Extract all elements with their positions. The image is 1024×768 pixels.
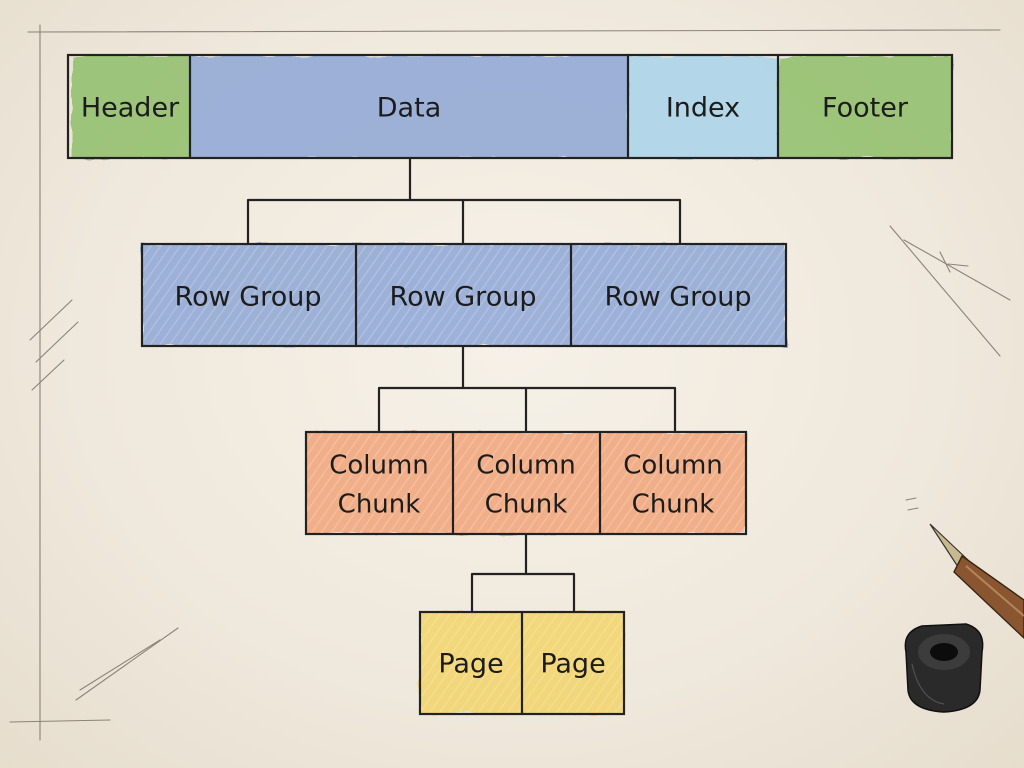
paper-sketch-marks — [9, 24, 1011, 741]
column-chunks: Column Chunk Column Chunk Column Chunk — [304, 430, 748, 536]
ink-pot-icon — [904, 623, 984, 713]
file-layout-bar: Header Data Index Footer — [66, 53, 954, 160]
svg-text:Chunk: Chunk — [485, 490, 568, 520]
svg-text:Chunk: Chunk — [632, 490, 715, 520]
svg-text:Column: Column — [329, 451, 429, 481]
page-1: Page — [438, 649, 503, 680]
pages: Page Page — [418, 610, 626, 716]
row-groups: Row Group Row Group Row Group — [140, 242, 788, 348]
svg-text:Column: Column — [623, 451, 723, 481]
footer-segment: Footer — [822, 93, 909, 124]
page-2: Page — [540, 649, 605, 680]
index-segment: Index — [666, 93, 740, 124]
row-group-1: Row Group — [175, 282, 322, 313]
svg-text:Column: Column — [476, 451, 576, 481]
row-group-3: Row Group — [605, 282, 752, 313]
header-segment: Header — [81, 93, 180, 124]
tree-connectors — [246, 156, 682, 614]
column-chunk-1: Column Chunk — [329, 451, 429, 520]
fountain-pen-icon — [905, 497, 1024, 639]
data-segment: Data — [377, 93, 441, 124]
column-chunk-3: Column Chunk — [623, 451, 723, 520]
svg-text:Chunk: Chunk — [338, 490, 421, 520]
column-chunk-2: Column Chunk — [476, 451, 576, 520]
row-group-2: Row Group — [390, 282, 537, 313]
